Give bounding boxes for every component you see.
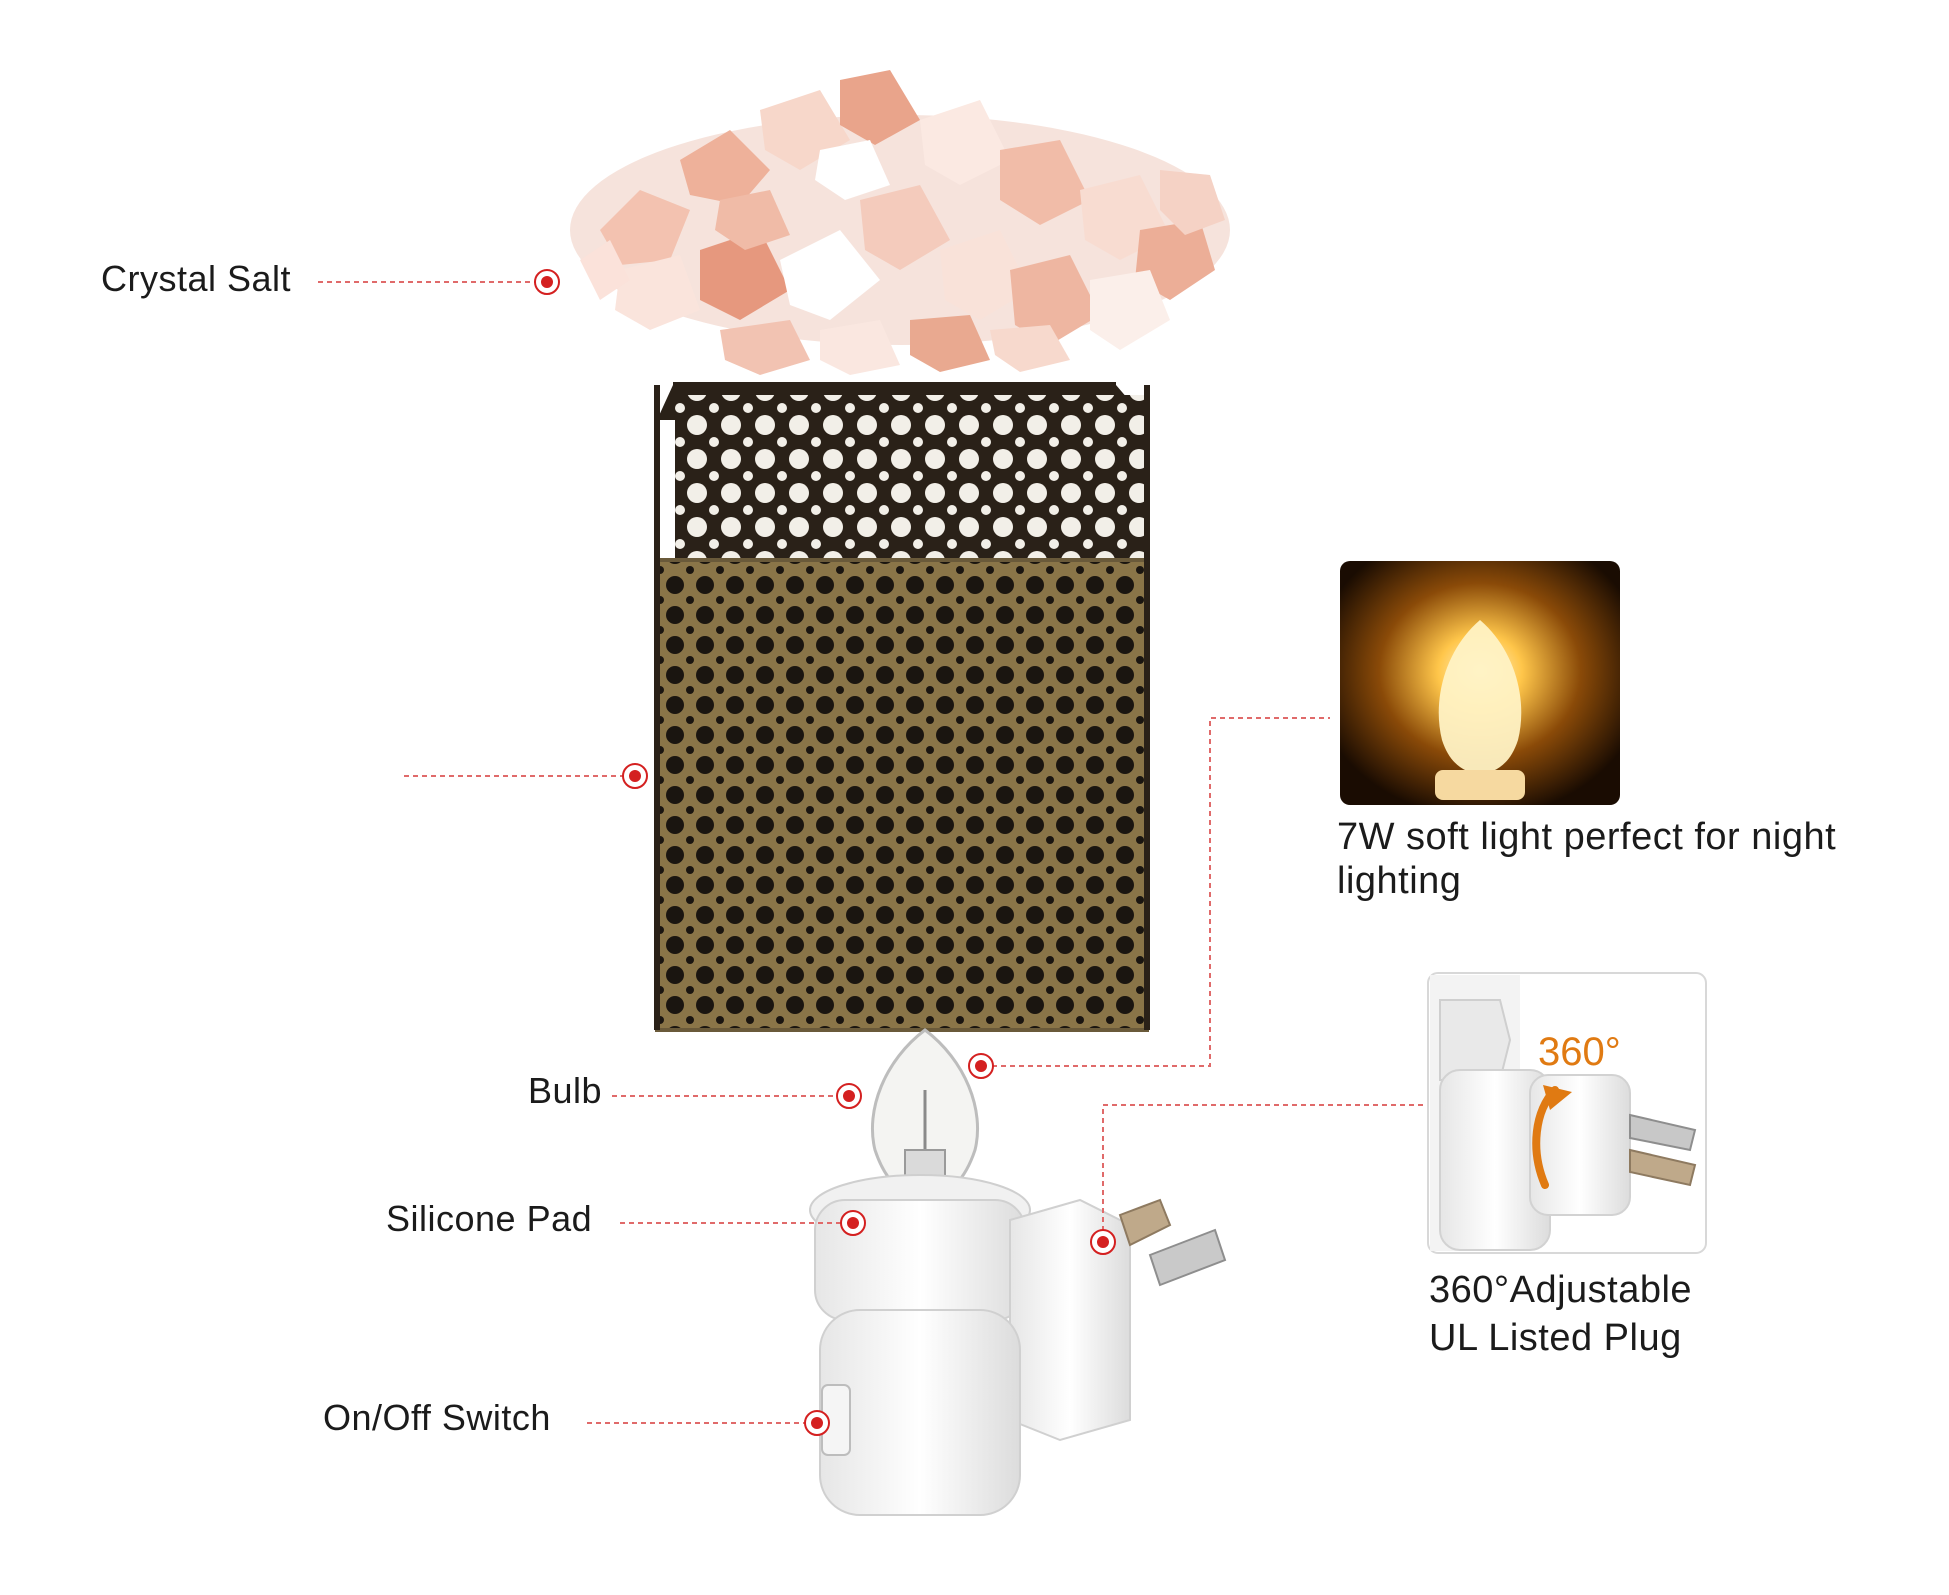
plug-caption-line2: UL Listed Plug xyxy=(1429,1317,1682,1359)
metal-cage xyxy=(654,382,1150,1032)
plug-detail-photo xyxy=(1427,972,1707,1254)
plug-caption-line1: 360°Adjustable xyxy=(1429,1269,1693,1311)
label-crystal-salt: Crystal Salt xyxy=(101,258,292,299)
rotation-badge: 360° xyxy=(1538,1030,1621,1074)
light-caption: 7W soft light perfect for night lighting xyxy=(1337,816,1837,902)
marker-dots xyxy=(534,269,1116,1436)
crystal-salt-pile xyxy=(570,70,1230,375)
label-on-off-switch: On/Off Switch xyxy=(323,1397,551,1438)
label-silicone-pad: Silicone Pad xyxy=(386,1198,593,1239)
leader-lines xyxy=(318,281,1428,1424)
plug-prongs xyxy=(1118,1198,1227,1287)
label-bulb: Bulb xyxy=(528,1070,603,1111)
socket-base xyxy=(809,1174,1131,1516)
lit-bulb-photo xyxy=(1340,561,1620,805)
